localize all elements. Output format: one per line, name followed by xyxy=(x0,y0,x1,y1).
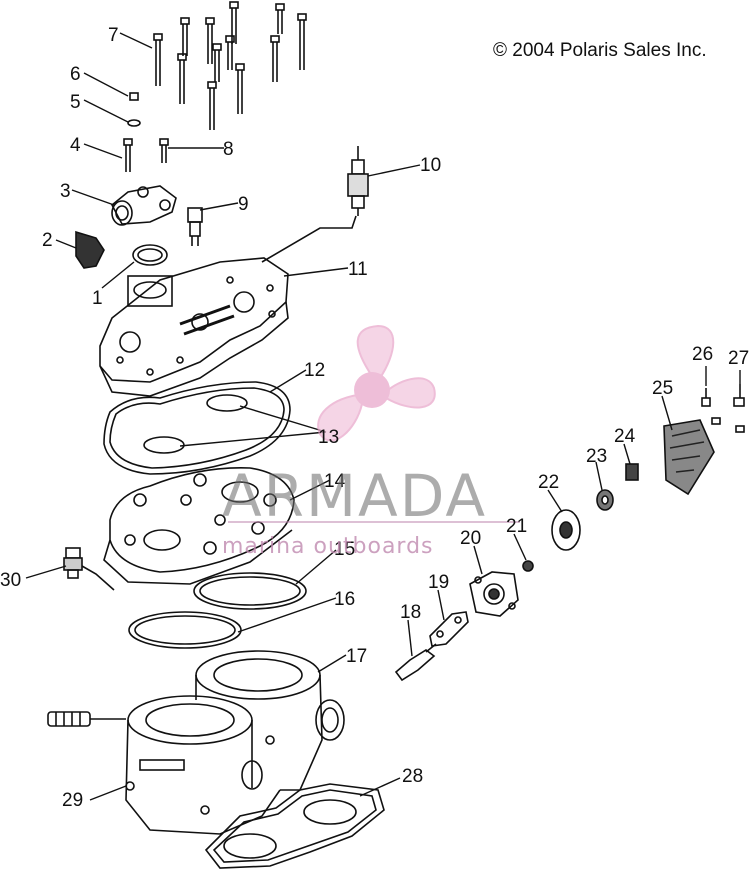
cylinder-block-part-17 xyxy=(125,650,345,835)
part-label-26: 26 xyxy=(692,344,713,365)
part-label-4: 4 xyxy=(70,135,81,156)
thermostat-part-22 xyxy=(551,509,581,551)
part-label-30: 30 xyxy=(0,570,21,591)
gasket-part-19 xyxy=(429,611,469,647)
screw-part-27 xyxy=(733,384,745,433)
o-ring-part-1 xyxy=(132,244,168,266)
part-label-28: 28 xyxy=(402,766,423,787)
part-label-17: 17 xyxy=(346,646,367,667)
part-label-21: 21 xyxy=(506,516,527,537)
screw-part-8 xyxy=(159,138,169,163)
part-label-24: 24 xyxy=(614,426,636,447)
copyright-notice: © 2004 Polaris Sales Inc. xyxy=(493,40,707,61)
part-label-9: 9 xyxy=(238,194,249,215)
bolts-group xyxy=(153,1,307,130)
plug-part-cylinder xyxy=(47,711,126,727)
washer-part-5 xyxy=(127,119,141,127)
part-label-15: 15 xyxy=(334,539,355,560)
bushing-part-23 xyxy=(596,489,614,511)
screw-part-26 xyxy=(701,388,721,425)
part-label-18: 18 xyxy=(400,602,421,623)
nut-part-6 xyxy=(129,92,139,101)
part-label-6: 6 xyxy=(70,64,81,85)
fitting-part-30 xyxy=(63,547,115,591)
part-label-12: 12 xyxy=(304,360,325,381)
o-ring-part-13b xyxy=(143,436,185,454)
base-gasket-part-28 xyxy=(204,783,385,869)
part-label-1: 1 xyxy=(92,288,103,309)
cylinder-head-part-14 xyxy=(103,467,295,585)
head-cover-part-11 xyxy=(99,257,289,397)
outlet-housing-part-3 xyxy=(110,185,177,226)
o-ring-part-13a xyxy=(206,394,248,412)
part-label-10: 10 xyxy=(420,155,441,176)
part-label-3: 3 xyxy=(60,181,71,202)
part-label-2: 2 xyxy=(42,230,53,251)
part-label-22: 22 xyxy=(538,472,559,493)
spark-plug-part-10 xyxy=(261,146,369,263)
gasket-part-15 xyxy=(193,572,307,610)
part-label-7: 7 xyxy=(108,25,119,46)
sensor-part-9 xyxy=(187,207,203,246)
sensor-part-2 xyxy=(75,230,105,269)
screw-part-4 xyxy=(123,138,133,172)
part-label-14: 14 xyxy=(324,471,346,492)
part-label-8: 8 xyxy=(223,139,234,160)
part-label-20: 20 xyxy=(460,528,481,549)
watermark-title: ARMADA xyxy=(222,462,488,530)
part-label-5: 5 xyxy=(70,92,81,113)
part-label-27: 27 xyxy=(728,348,749,369)
part-label-13: 13 xyxy=(318,427,339,448)
thermostat-cover-part-20 xyxy=(469,571,519,617)
leader-lines xyxy=(25,32,741,801)
part-label-11: 11 xyxy=(348,259,368,280)
head-gasket-part-12 xyxy=(103,381,291,475)
part-label-16: 16 xyxy=(334,589,355,610)
propeller-logo-icon xyxy=(317,324,436,442)
part-label-29: 29 xyxy=(62,790,83,811)
cover-plate-part-25 xyxy=(663,419,715,496)
part-numbers: 7 6 5 4 3 8 9 2 1 10 11 12 13 14 15 16 1… xyxy=(0,25,749,811)
sensor-part-18 xyxy=(394,643,437,682)
spring-part-24 xyxy=(625,463,639,481)
watermark-subtitle: marina outboards xyxy=(222,534,434,559)
part-label-23: 23 xyxy=(586,446,607,467)
part-label-25: 25 xyxy=(652,378,673,399)
gasket-part-16 xyxy=(128,611,242,649)
nut-part-21 xyxy=(522,560,534,572)
part-label-19: 19 xyxy=(428,572,449,593)
